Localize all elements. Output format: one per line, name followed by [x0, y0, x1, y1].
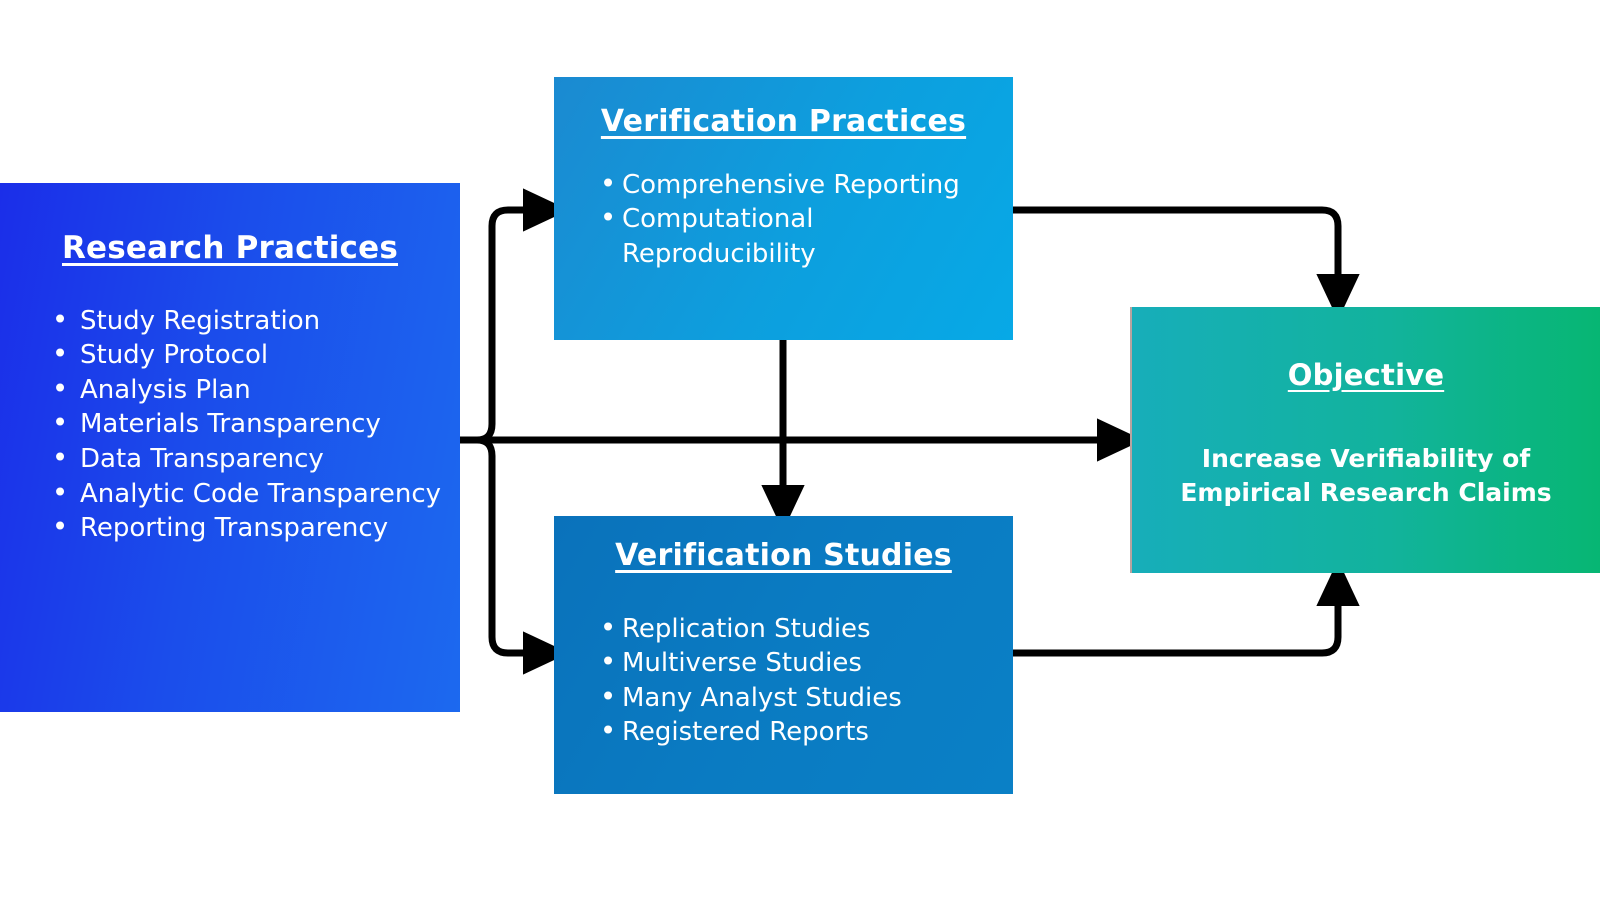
list-item: Materials Transparency [50, 406, 460, 442]
node-verification-studies[interactable]: Verification Studies Replication Studies… [554, 516, 1013, 794]
list-item: Data Transparency [50, 441, 460, 477]
verification-practices-list: Comprehensive Reporting Computational Re… [554, 167, 1013, 272]
connector-research-to-verification-studies [460, 436, 570, 675]
list-item: Replication Studies [596, 611, 1013, 647]
list-item: Analytic Code Transparency [50, 476, 460, 512]
list-item: Registered Reports [596, 714, 1013, 750]
list-item: Study Registration [50, 303, 460, 339]
objective-title: Objective [1287, 358, 1445, 392]
verification-studies-list: Replication Studies Multiverse Studies M… [554, 611, 1013, 751]
node-research-practices[interactable]: Research Practices Study Registration St… [0, 183, 460, 712]
list-item: Computational Reproducibility [596, 201, 1013, 271]
objective-statement: Increase Verifiability of Empirical Rese… [1180, 444, 1552, 508]
connector-verification-practices-to-objective [1013, 206, 1360, 321]
node-verification-practices[interactable]: Verification Practices Comprehensive Rep… [554, 77, 1013, 340]
list-item: Study Protocol [50, 337, 460, 373]
research-practices-title: Research Practices [61, 230, 399, 266]
research-practices-list: Study Registration Study Protocol Analys… [0, 303, 460, 546]
list-item: Analysis Plan [50, 372, 460, 408]
list-item: Comprehensive Reporting [596, 167, 1013, 203]
node-objective[interactable]: Objective Increase Verifiability of Empi… [1130, 307, 1600, 573]
list-item: Multiverse Studies [596, 645, 1013, 681]
list-item: Many Analyst Studies [596, 680, 1013, 716]
connector-verification-studies-to-objective [1013, 559, 1360, 657]
verification-studies-title: Verification Studies [615, 538, 952, 573]
list-item: Reporting Transparency [50, 510, 460, 546]
connector-research-to-verification-practices [460, 188, 570, 444]
verification-practices-title: Verification Practices [600, 104, 967, 139]
